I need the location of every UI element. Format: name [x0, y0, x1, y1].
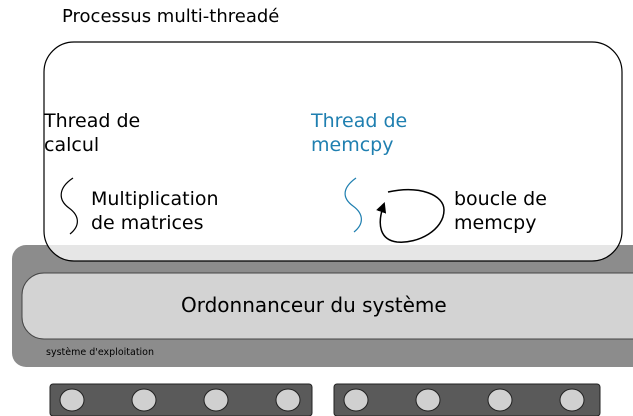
cpu-group-1: [49, 383, 313, 416]
compute-thread-squiggle: [60, 177, 78, 235]
os-label: système d'exploitation: [46, 347, 155, 358]
cpu-core: [487, 388, 513, 412]
cpu-core: [343, 388, 369, 412]
cpu-cores-2: [343, 388, 585, 412]
process-container: [43, 41, 623, 262]
cpu-core: [275, 388, 301, 412]
compute-task-label: Multiplication de matrices: [91, 188, 219, 234]
scheduler-bar: [21, 272, 633, 340]
cpu-core: [59, 388, 85, 412]
cpu-core: [415, 388, 441, 412]
memcpy-loop-arrow: [376, 188, 445, 243]
memcpy-thread-label: Thread de memcpy: [311, 110, 408, 156]
process-title: Processus multi-threadé: [62, 6, 280, 27]
cpu-group-2: [333, 383, 601, 416]
cpu-core: [131, 388, 157, 412]
compute-thread-label: Thread de calcul: [44, 110, 141, 156]
memcpy-thread-squiggle: [344, 177, 362, 233]
memcpy-task-label: boucle de memcpy: [454, 188, 547, 234]
cpu-core: [559, 388, 585, 412]
cpu-core: [203, 388, 229, 412]
cpu-cores-1: [59, 388, 301, 412]
scheduler-label: Ordonnanceur du système: [181, 293, 447, 317]
